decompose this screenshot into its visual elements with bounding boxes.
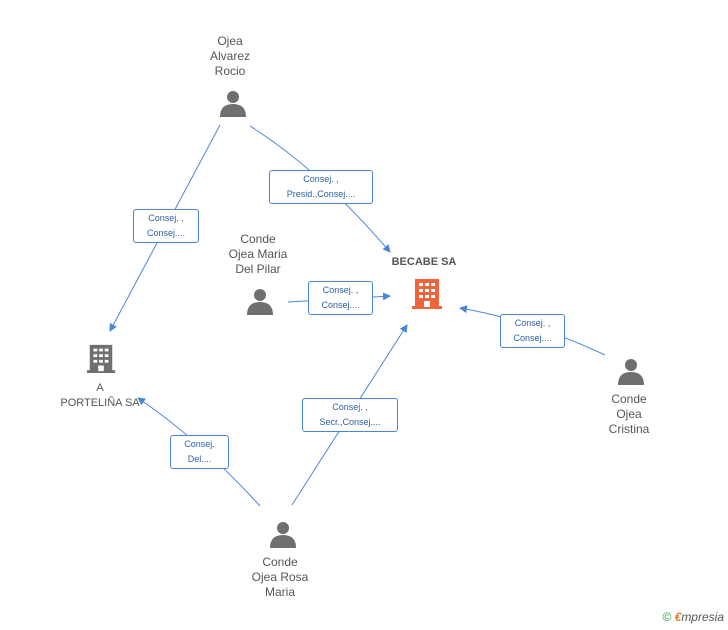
edge-label-rosa-becabe[interactable]: Consej. , Secr.,Consej.... xyxy=(302,398,398,432)
empresia-watermark[interactable]: © €mpresia xyxy=(662,610,724,624)
person-icon[interactable] xyxy=(269,520,297,548)
empresia-logo-mark: € xyxy=(674,610,682,624)
empresia-brand-text: mpresia xyxy=(681,610,724,624)
edge-label-rocio-portelina[interactable]: Consej. , Consej.... xyxy=(133,209,199,243)
company-label-portelina[interactable]: A PORTELIÑA SA xyxy=(60,382,140,409)
edge-label-pilar-becabe[interactable]: Consej. , Consej.... xyxy=(308,281,373,315)
company-label-becabe[interactable]: BECABE SA xyxy=(391,256,457,268)
person-icon[interactable] xyxy=(246,287,274,315)
building-icon[interactable] xyxy=(86,342,116,374)
person-label-pilar[interactable]: Conde Ojea Maria Del Pilar xyxy=(228,232,288,276)
edge-label-rosa-portelina[interactable]: Consej. Del.... xyxy=(170,435,229,469)
person-label-rocio[interactable]: Ojea Alvarez Rocio xyxy=(209,34,250,78)
person-icon[interactable] xyxy=(617,357,645,385)
person-label-rosa[interactable]: Conde Ojea Rosa Maria xyxy=(251,555,309,599)
person-icon[interactable] xyxy=(219,89,247,117)
edge-label-cristina-becabe[interactable]: Consej. , Consej.... xyxy=(500,314,565,348)
person-label-cristina[interactable]: Conde Ojea Cristina xyxy=(608,392,650,436)
copyright-icon: © xyxy=(662,610,672,624)
edge-label-rocio-becabe[interactable]: Consej. , Presid.,Consej.... xyxy=(269,170,373,204)
building-icon[interactable] xyxy=(411,277,443,309)
